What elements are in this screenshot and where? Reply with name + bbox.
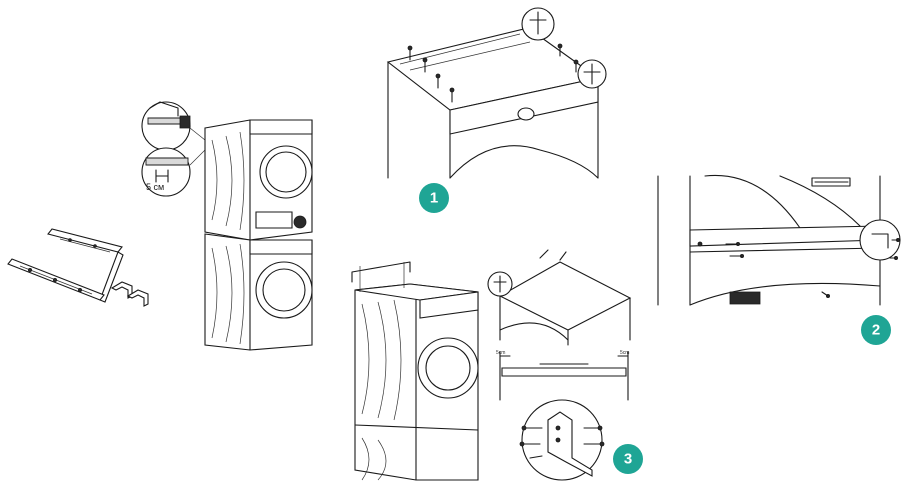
gap-label: 5 cм (146, 182, 164, 192)
clearance-diagram: 5cm 5cm (496, 350, 629, 401)
bracket-detail (519, 399, 605, 481)
step-badge-3: 3 (613, 444, 643, 474)
clearance-right-label: 5cm (620, 350, 629, 356)
clearance-left-label: 5cm (496, 350, 505, 356)
step-3-top-view (487, 249, 632, 346)
step-badge-1: 1 (419, 183, 449, 213)
step-2-illustration (657, 174, 901, 306)
step-3-machines (351, 261, 479, 481)
step-badge-3-label: 3 (624, 451, 632, 468)
step-badge-1-label: 1 (430, 190, 438, 207)
stacked-washer-dryer (204, 119, 313, 351)
step-badge-2-label: 2 (872, 322, 880, 339)
gap-detail-callout: 5 cм (141, 101, 206, 197)
stacking-kit-parts (7, 228, 149, 307)
step-1-illustration (386, 7, 607, 179)
step-badge-2: 2 (861, 315, 891, 345)
